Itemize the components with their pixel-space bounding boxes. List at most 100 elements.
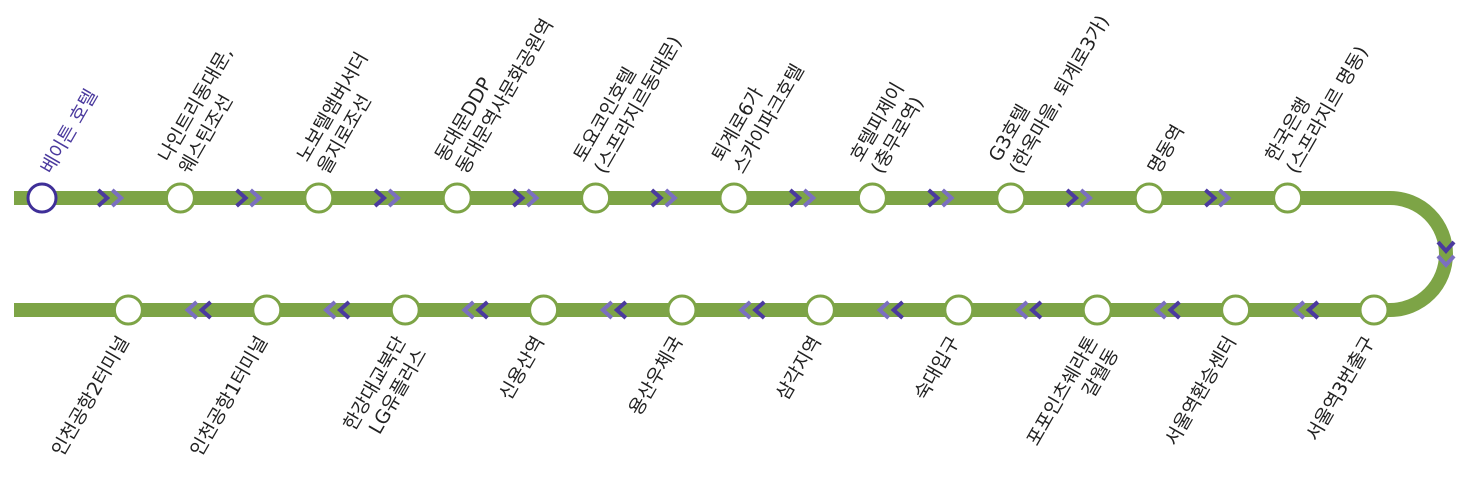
stop-marker <box>580 182 612 214</box>
chevron-icon <box>249 188 263 208</box>
stop-label: 신용산역 <box>495 333 549 405</box>
stop-marker <box>528 294 560 326</box>
chevron-icon <box>613 300 628 320</box>
stop-marker <box>303 182 335 214</box>
stop-marker <box>112 294 144 326</box>
stop-label-line: 삼각지역 <box>772 333 826 405</box>
chevron-icon <box>1218 188 1232 208</box>
chevron-icon <box>184 300 198 320</box>
stop-label-line: (한옥마을, 퇴계로3가) <box>1005 12 1113 178</box>
chevron-icon <box>1153 300 1167 320</box>
chevron-icon <box>96 188 111 208</box>
chevron-icon <box>927 188 941 208</box>
direction-right-icon <box>1204 188 1232 208</box>
direction-left-icon <box>322 300 351 320</box>
chevron-icon <box>1065 188 1080 208</box>
stop-marker <box>1220 294 1252 326</box>
chevron-icon <box>1204 188 1218 208</box>
chevron-icon <box>373 188 388 208</box>
chevron-icon <box>322 300 337 320</box>
chevron-icon <box>1291 300 1306 320</box>
direction-right-icon <box>927 188 955 208</box>
stop-labels: 베이튼 호텔 나인트리동대문,웨스틴조선 노보텔앰버서더을지로조선 동대문DDP동대문… <box>36 0 1380 460</box>
stop-label-line: 인천공항2터미널 <box>48 333 134 460</box>
stop-label: 한국은행(스프라지르 명동) <box>1261 30 1372 177</box>
stop-marker <box>1272 182 1304 214</box>
stop-label: G3호텔(한옥마을, 퇴계로3가) <box>984 0 1113 178</box>
chevron-icon <box>1167 300 1181 320</box>
chevron-icon <box>1436 254 1456 269</box>
stop-label-line: 명동역 <box>1144 121 1189 177</box>
route-line <box>14 191 1453 317</box>
stop-label: 삼각지역 <box>772 333 826 405</box>
stop-marker <box>804 294 836 326</box>
chevron-icon <box>1014 300 1029 320</box>
chevron-icon <box>664 188 678 208</box>
chevron-icon <box>526 188 540 208</box>
stop-label: 인천공항2터미널 <box>48 333 134 460</box>
direction-left-icon <box>184 300 212 320</box>
stop-marker <box>441 182 473 214</box>
chevron-icon <box>941 188 955 208</box>
stop-label: 나인트리동대문,웨스틴조선 <box>154 43 258 177</box>
stop-label: 명동역 <box>1144 121 1189 177</box>
route-path <box>14 191 1453 317</box>
stop-label-line: 용산우체국 <box>625 333 688 420</box>
stop-marker <box>1358 294 1390 326</box>
direction-right-icon <box>1065 188 1094 208</box>
chevron-icon <box>1028 300 1043 320</box>
chevron-icon <box>1079 188 1094 208</box>
stop-label: 동대문DDP동대문역사문화공원역 <box>431 3 558 177</box>
direction-left-icon <box>876 300 904 320</box>
chevron-icon <box>738 300 752 320</box>
direction-left-icon <box>1014 300 1043 320</box>
stop-label: 숙대입구 <box>910 333 964 405</box>
stop-marker <box>856 182 888 214</box>
chevron-icon <box>1436 240 1456 255</box>
chevron-icon <box>198 300 212 320</box>
direction-right-icon <box>650 188 678 208</box>
direction-right-icon <box>373 188 402 208</box>
stop-marker <box>666 294 698 326</box>
direction-arrows <box>96 188 1456 320</box>
stop-label-line: 베이튼 호텔 <box>36 86 102 178</box>
stop-label-line: 서울역3번출구 <box>1302 333 1380 445</box>
stop-label-line: 서울역환승센터 <box>1161 333 1241 450</box>
chevron-icon <box>788 188 803 208</box>
stop-label-line: 신용산역 <box>495 333 549 405</box>
chevron-icon <box>475 300 489 320</box>
stop-label: 퇴계로6가스카이파크호텔 <box>708 49 809 178</box>
chevron-icon <box>890 300 904 320</box>
stop-label: 호텔피제이(충무로역) <box>846 79 930 178</box>
stop-label-line: 인천공항1터미널 <box>186 333 272 460</box>
stop-marker <box>995 182 1027 214</box>
chevron-icon <box>110 188 125 208</box>
start-stop-marker <box>26 182 58 214</box>
stop-label: 노보텔앰버서더을지로조선 <box>292 49 393 178</box>
chevron-icon <box>336 300 351 320</box>
direction-left-icon <box>1153 300 1181 320</box>
stop-label: 용산우체국 <box>625 333 688 420</box>
chevron-icon <box>802 188 817 208</box>
stop-label: 인천공항1터미널 <box>186 333 272 460</box>
chevron-icon <box>876 300 890 320</box>
stop-marker <box>164 182 196 214</box>
chevron-icon <box>752 300 766 320</box>
direction-down-icon <box>1436 240 1456 269</box>
stop-label: 베이튼 호텔 <box>36 86 102 178</box>
chevron-icon <box>235 188 249 208</box>
direction-left-icon <box>1291 300 1320 320</box>
stop-label: 한강대교북단LG유플러스 <box>339 333 431 447</box>
chevron-icon <box>650 188 664 208</box>
chevron-icon <box>512 188 526 208</box>
chevron-icon <box>387 188 402 208</box>
stop-marker <box>1133 182 1165 214</box>
direction-right-icon <box>788 188 817 208</box>
chevron-icon <box>461 300 475 320</box>
stop-label: 토요코인호텔(스프라지르동대문) <box>569 21 686 178</box>
chevron-icon <box>1305 300 1320 320</box>
direction-left-icon <box>461 300 489 320</box>
stop-label: 서울역3번출구 <box>1302 333 1380 445</box>
stop-marker <box>389 294 421 326</box>
